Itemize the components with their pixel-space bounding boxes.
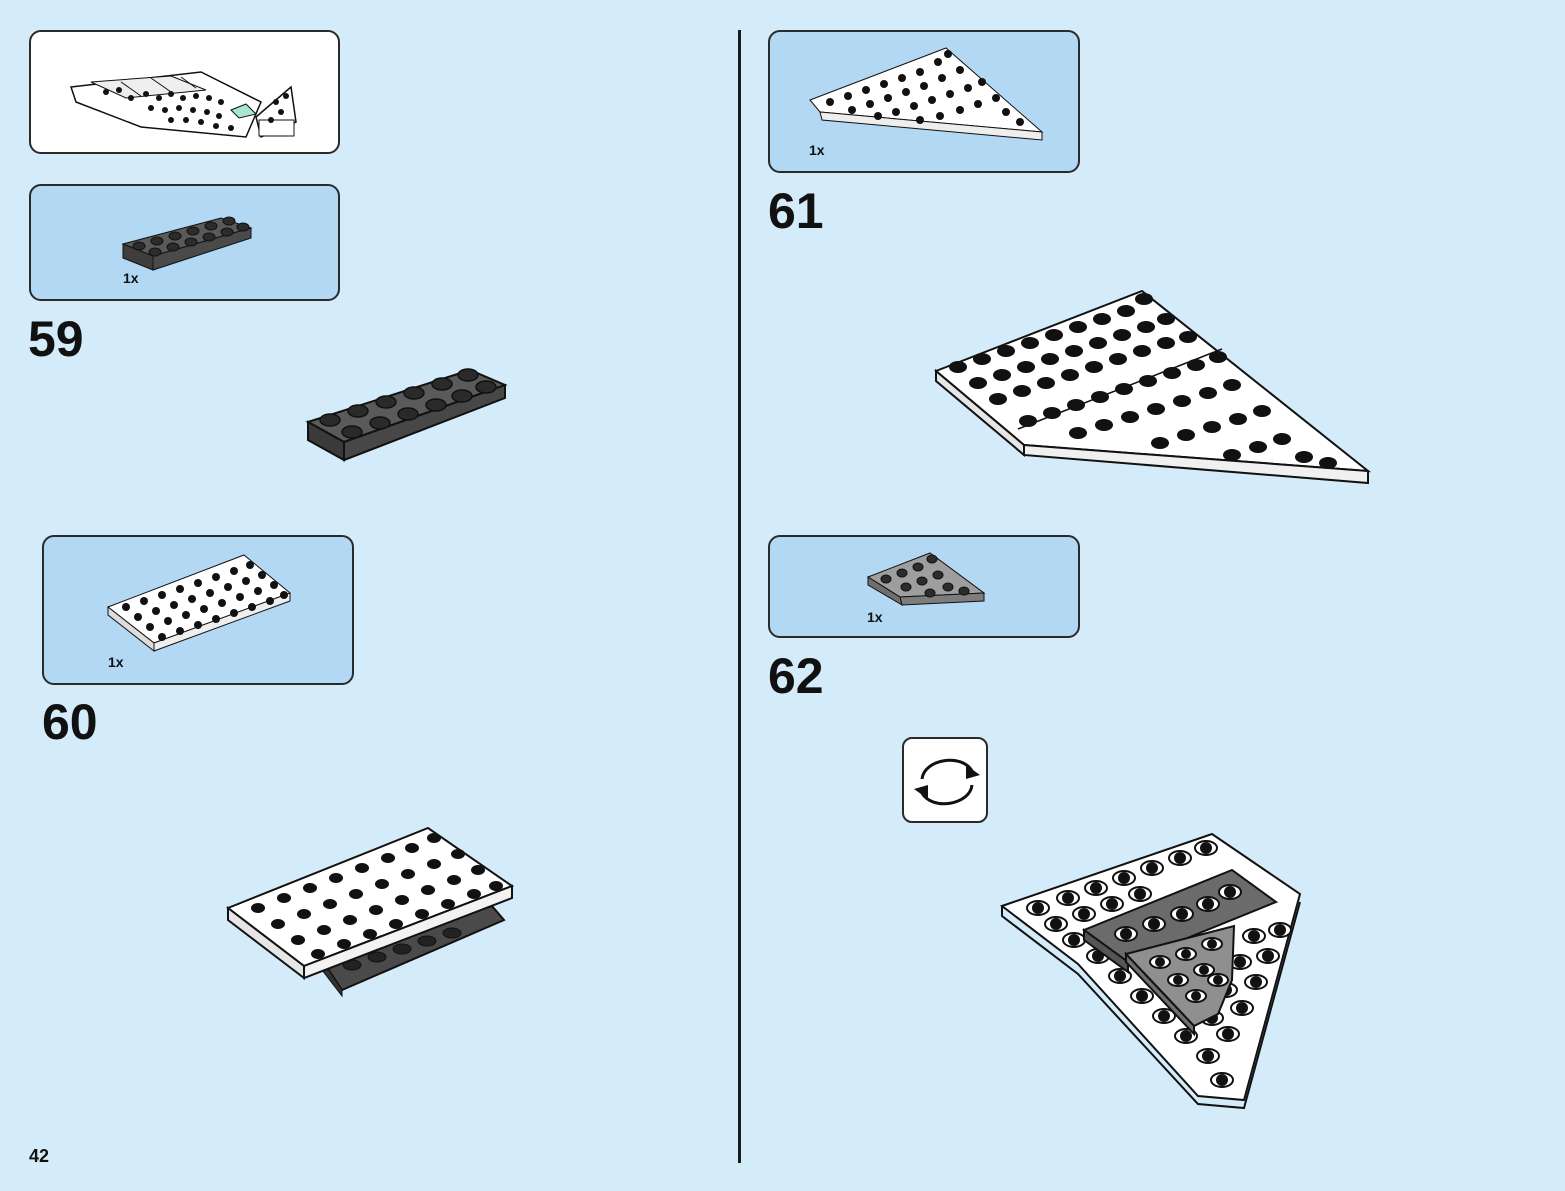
step-62-number: 62	[768, 651, 824, 701]
step-61-parts-callout: 1x	[768, 30, 1080, 173]
step-59-number: 59	[28, 314, 84, 364]
page-number: 42	[29, 1146, 49, 1167]
step-60-part-image	[44, 537, 354, 685]
rotate-model-icon	[902, 737, 988, 823]
step-62-part-image	[770, 537, 1080, 638]
step-62-part-qty: 1x	[867, 609, 883, 625]
step-59-part-image	[31, 186, 340, 301]
step-61-part-qty: 1x	[809, 142, 825, 158]
step-60-part-qty: 1x	[108, 654, 124, 670]
page-column-divider	[738, 30, 741, 1163]
step-59-part-qty: 1x	[123, 270, 139, 286]
subassembly-preview-image	[31, 32, 340, 154]
step-60-parts-callout: 1x	[42, 535, 354, 685]
step-61-assembly-image	[932, 285, 1372, 495]
step-62-assembly-image	[998, 830, 1308, 1105]
rotate-arrows-icon	[904, 739, 990, 825]
step-59-assembly-image	[300, 350, 520, 470]
step-61-number: 61	[768, 186, 824, 236]
subassembly-callout	[29, 30, 340, 154]
step-62-parts-callout: 1x	[768, 535, 1080, 638]
step-60-number: 60	[42, 697, 98, 747]
step-59-parts-callout: 1x	[29, 184, 340, 301]
step-60-assembly-image	[222, 820, 522, 1000]
